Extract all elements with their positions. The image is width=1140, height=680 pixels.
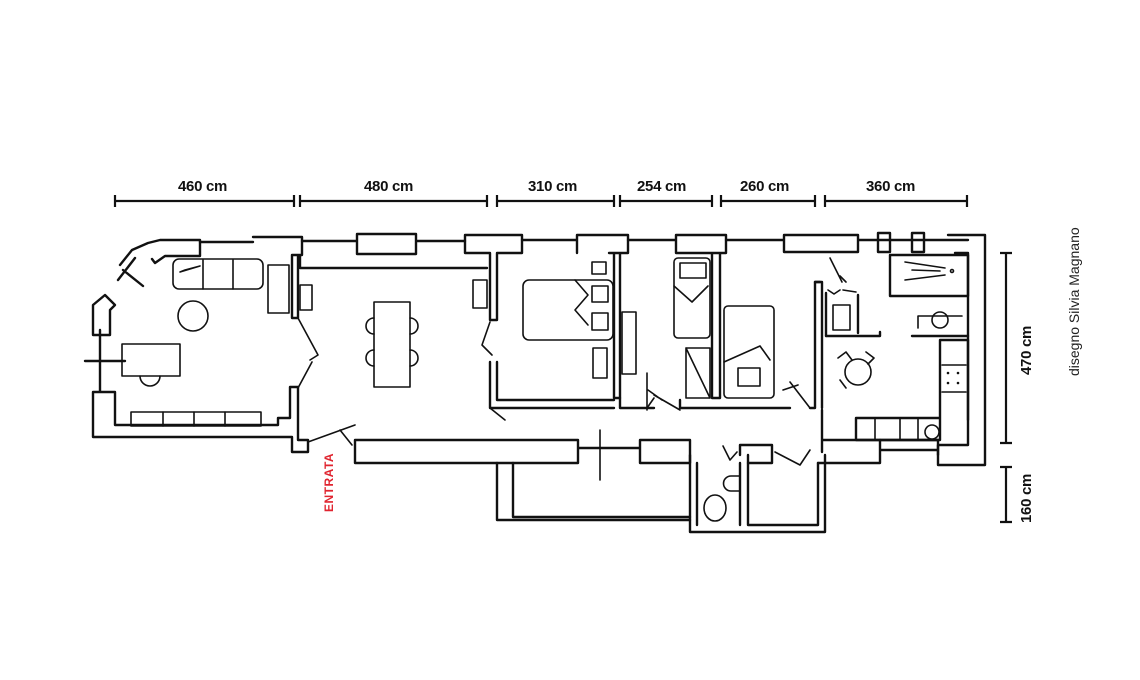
depth-label: 470 cm: [1018, 325, 1035, 375]
double-bed: [522, 279, 614, 341]
desk: [121, 343, 181, 377]
coffee-table: [177, 300, 209, 332]
cabinet: [267, 264, 290, 314]
round-table: [844, 358, 872, 386]
dimension-label: 360 cm: [866, 178, 916, 195]
sofa: [172, 258, 264, 290]
dining-table: [373, 301, 411, 388]
depth-dimension-lines: [1000, 251, 1012, 524]
toilet: [832, 304, 851, 331]
depth-label: 160 cm: [1018, 473, 1035, 523]
entrance-label: ENTRATA: [322, 452, 336, 512]
single-bed: [673, 257, 711, 339]
dimension-label: 310 cm: [528, 178, 578, 195]
dimension-label: 254 cm: [637, 178, 687, 195]
toilet: [703, 494, 727, 522]
walls: [83, 231, 987, 534]
sideboard: [130, 411, 262, 427]
dimension-label: 460 cm: [178, 178, 228, 195]
dimension-label: 480 cm: [364, 178, 414, 195]
credit-text: disegno Silvia Magnano: [1066, 227, 1082, 376]
single-bed: [723, 305, 775, 399]
doors: [297, 257, 847, 481]
dimension-label: 260 cm: [740, 178, 790, 195]
width-dimension-lines: [113, 195, 969, 207]
furniture: [121, 257, 967, 522]
